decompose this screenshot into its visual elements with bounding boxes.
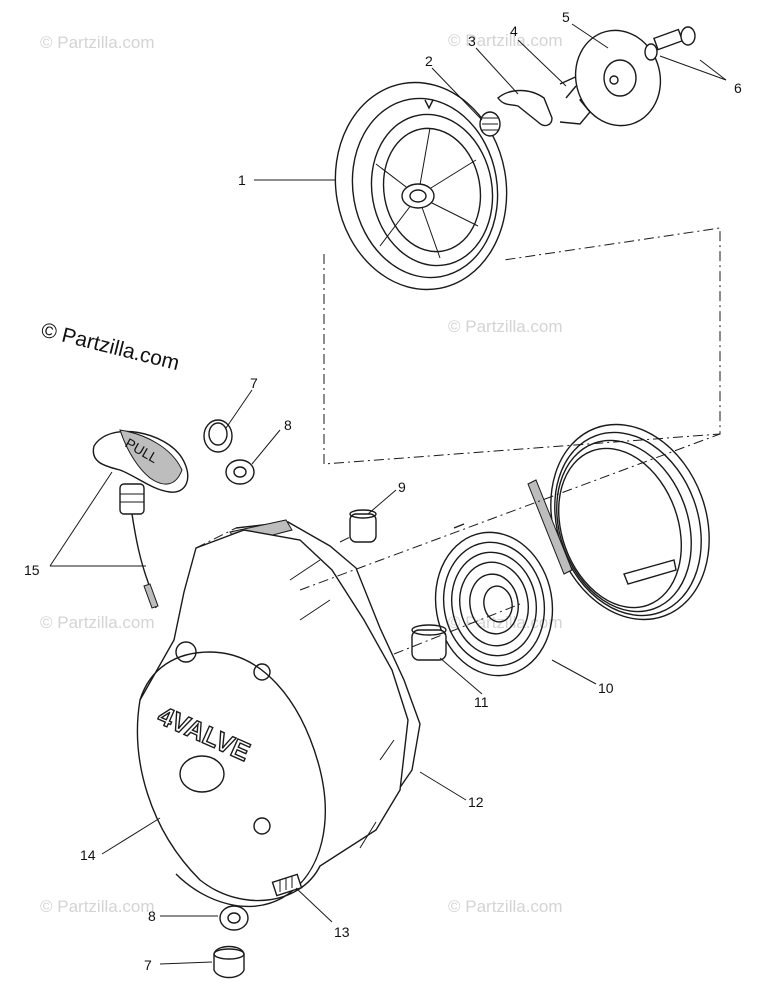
watermark-4: © Partzilla.com	[40, 613, 155, 632]
recoil-spring-part-10	[434, 523, 554, 677]
washer-plate-part-5	[574, 29, 662, 127]
callout-2: 2	[425, 53, 433, 69]
callout-10: 10	[598, 680, 614, 696]
bolt-part-13	[271, 873, 303, 897]
bushing-part-9	[349, 509, 377, 543]
watermark-1: © Partzilla.com	[40, 33, 155, 52]
watermark-6: © Partzilla.com	[40, 897, 155, 916]
callout-9: 9	[398, 479, 406, 495]
watermark-7: © Partzilla.com	[448, 897, 563, 916]
spring-part-2	[479, 111, 501, 137]
callout-7-bottom: 7	[144, 957, 152, 973]
bushing-part-11	[411, 624, 447, 661]
callout-labels: 1 2 3 4 5 6 7 8 9 10 11 12 13 14 15 8 7	[24, 9, 742, 973]
washer-part-8-bottom	[219, 905, 249, 931]
washer-part-8-top	[225, 459, 255, 485]
watermark-3: © Partzilla.com	[448, 317, 563, 336]
rope-coil	[527, 423, 710, 621]
callout-1: 1	[238, 172, 246, 188]
callout-8-bottom: 8	[148, 908, 156, 924]
callout-4: 4	[510, 23, 518, 39]
callout-12: 12	[468, 794, 484, 810]
callout-15: 15	[24, 562, 40, 578]
callout-6: 6	[734, 80, 742, 96]
assembly-centerlines	[195, 227, 721, 655]
leader-lines	[49, 23, 727, 965]
plug-part-7-top	[203, 419, 233, 453]
watermarks: © Partzilla.com © Partzilla.com © Partzi…	[40, 31, 563, 916]
ratchet-pawl-part-3	[497, 89, 553, 127]
callout-14: 14	[80, 847, 96, 863]
callout-8-top: 8	[284, 417, 292, 433]
starter-cover-part-14: 4VALVE	[136, 529, 409, 908]
callout-7-top: 7	[250, 375, 258, 391]
callout-11: 11	[474, 694, 489, 710]
bolt-washer-part-6	[644, 26, 696, 61]
watermark-5: © Partzilla.com	[448, 613, 563, 632]
callout-3: 3	[468, 33, 476, 49]
handle-rope-part-15: PULL	[92, 429, 189, 609]
callout-5: 5	[562, 9, 570, 25]
pulley-part-1	[334, 81, 508, 291]
callout-13: 13	[334, 924, 350, 940]
plug-part-7-bottom	[213, 945, 245, 979]
copyright-text: © Partzilla.com	[39, 319, 182, 376]
watermark-2: © Partzilla.com	[448, 31, 563, 50]
